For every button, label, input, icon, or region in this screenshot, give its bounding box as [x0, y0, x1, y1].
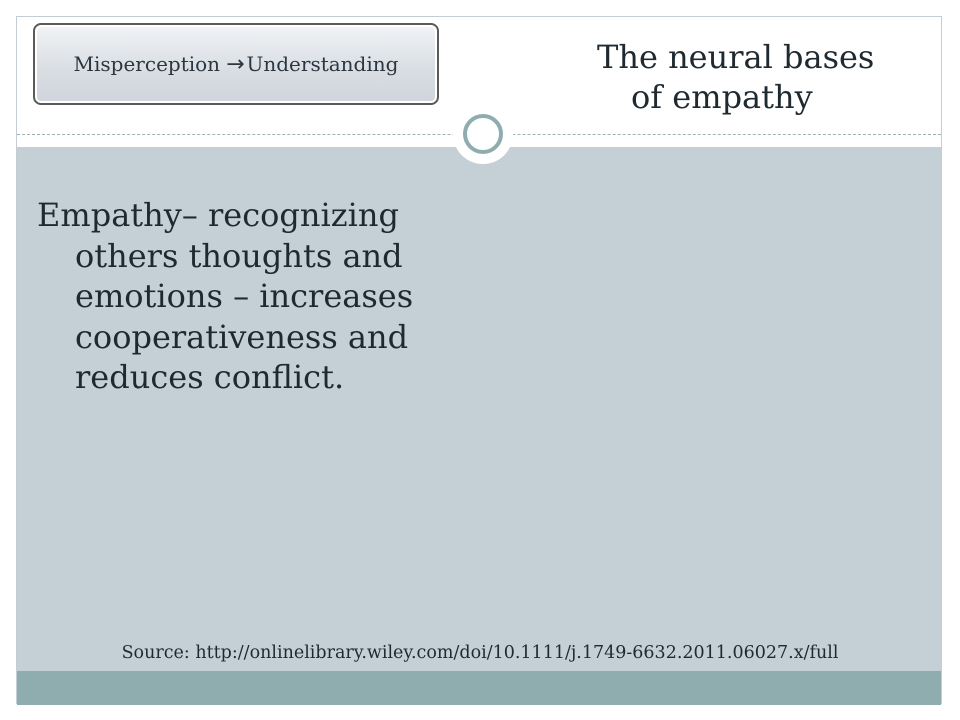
right-arrow-icon: →: [226, 51, 245, 77]
page-title: The neural bases of empathy: [557, 37, 917, 117]
body-bullet: Empathy– recognizing others thoughts and…: [37, 196, 414, 396]
footer-band: [17, 671, 941, 705]
circle-ring-icon: [453, 104, 513, 164]
title-line-2: of empathy: [631, 78, 813, 116]
breadcrumb-to: Understanding: [246, 52, 399, 76]
title-line-1: The neural bases: [597, 38, 875, 76]
source-citation: Source: http://onlinelibrary.wiley.com/d…: [121, 643, 839, 663]
ring-inner: [463, 114, 503, 154]
slide: Misperception → Understanding The neural…: [16, 16, 942, 705]
content-panel: [17, 147, 941, 671]
breadcrumb-from: Misperception: [73, 52, 221, 76]
breadcrumb: Misperception → Understanding: [33, 23, 439, 105]
